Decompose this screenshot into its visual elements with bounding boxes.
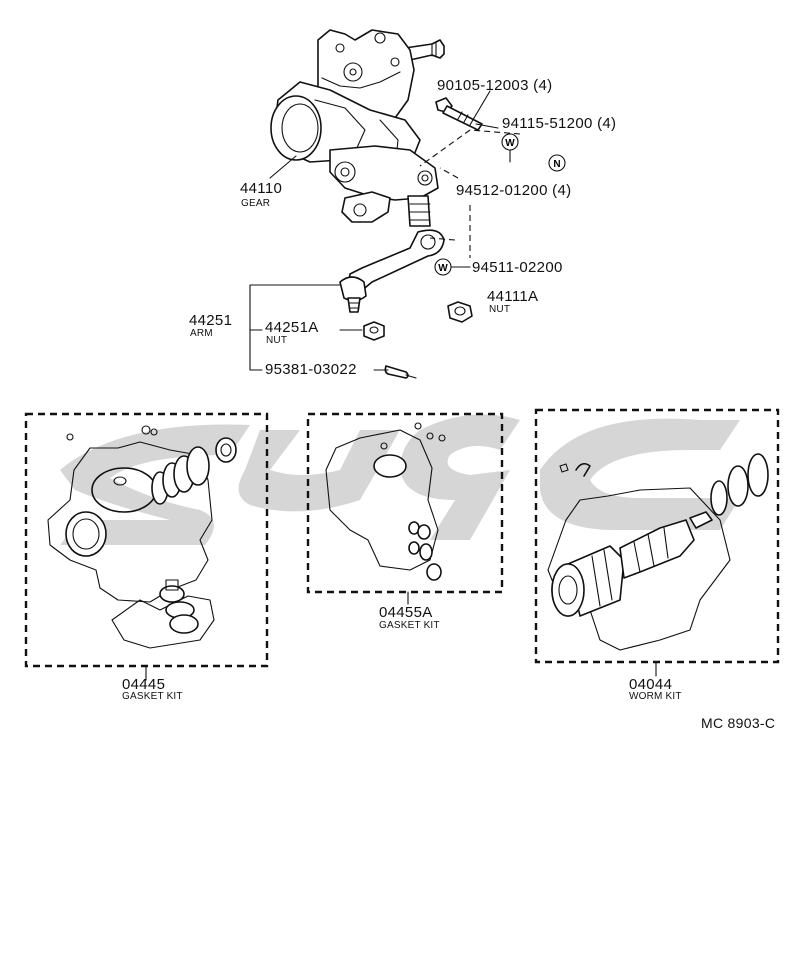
label-kit1-number: 04445 bbox=[122, 676, 166, 693]
kit-04445-drawing bbox=[24, 412, 269, 681]
label-reference-code: MC 8903-C bbox=[701, 715, 776, 731]
label-kit1-name: GASKET KIT bbox=[122, 691, 183, 702]
label-kit2-number: 04455A bbox=[379, 604, 433, 621]
label-kit2-name: GASKET KIT bbox=[379, 620, 440, 631]
label-cotter-pin-number: 95381-03022 bbox=[265, 361, 357, 378]
label-gear-name: GEAR bbox=[241, 198, 271, 209]
label-gear-number: 44110 bbox=[240, 180, 283, 197]
label-washer-number: 94512-01200 (4) bbox=[456, 182, 572, 199]
steering-gear-assembly bbox=[270, 29, 445, 227]
kit-04044-drawing bbox=[534, 408, 780, 677]
cotter-pin bbox=[384, 365, 417, 379]
pitman-arm bbox=[339, 229, 445, 313]
washer-symbol-2-text: W bbox=[438, 263, 448, 274]
leader-lines bbox=[249, 90, 521, 371]
label-ball-nut-number: 44251A bbox=[265, 319, 319, 336]
label-bolt-number: 90105-12003 (4) bbox=[437, 77, 553, 94]
arm-nut bbox=[447, 301, 473, 323]
label-arm-nut-number: 44111A bbox=[487, 288, 539, 305]
kit-04455a-drawing bbox=[306, 412, 504, 605]
label-ball-nut-name: NUT bbox=[266, 335, 288, 346]
washer-symbol: W bbox=[501, 133, 519, 151]
label-kit3-name: WORM KIT bbox=[629, 691, 682, 702]
washer-symbol-text: W bbox=[505, 138, 515, 149]
nut-symbol: N bbox=[548, 154, 566, 172]
label-arm-name: ARM bbox=[190, 328, 213, 339]
label-arm-number: 44251 bbox=[189, 312, 233, 329]
bolt bbox=[435, 97, 483, 131]
label-washer2-number: 94511-02200 bbox=[472, 259, 563, 276]
label-arm-nut-name: NUT bbox=[489, 304, 511, 315]
label-kit3-number: 04044 bbox=[629, 676, 673, 693]
washer-symbol-2: W bbox=[434, 258, 452, 276]
label-nut-number: 94115-51200 (4) bbox=[502, 115, 617, 132]
ball-stud-nut bbox=[363, 321, 385, 341]
nut-symbol-text: N bbox=[553, 159, 560, 170]
